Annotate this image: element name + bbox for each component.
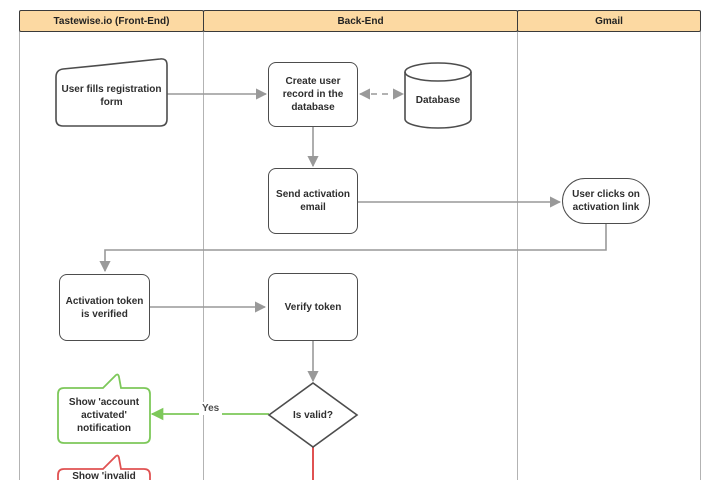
node-label: User clicks on activation link (572, 189, 640, 213)
lane-gmail-body (517, 31, 701, 480)
diamond-is-valid (267, 382, 359, 448)
node-label: Database (415, 94, 461, 106)
node-label: Verify token (284, 301, 342, 313)
node-label: Is valid? (292, 409, 333, 421)
node-label: Show 'invalid (72, 471, 136, 480)
node-label: Create user record in the database (282, 76, 344, 113)
card-shape-registration (55, 58, 168, 127)
lane-header-gmail: Gmail (517, 10, 701, 32)
lane-header-backend: Back-End (203, 10, 518, 32)
node-token-verified: Activation token is verified (59, 274, 150, 341)
lane-title: Gmail (595, 15, 623, 27)
lane-title: Tastewise.io (Front-End) (53, 15, 170, 27)
node-create-user-record: Create user record in the database (268, 62, 358, 127)
callout-account-activated (57, 373, 151, 444)
database-cylinder-rim (404, 71, 472, 82)
edge-label-yes: Yes (199, 402, 223, 415)
node-label: Send activation email (276, 189, 350, 213)
callout-invalid (57, 454, 151, 480)
node-verify-token: Verify token (268, 273, 358, 341)
node-label: User fills registration form (61, 84, 162, 108)
connector-click-to-token (99, 224, 607, 273)
node-label: Activation token is verified (65, 295, 144, 320)
node-is-valid: Is valid? (273, 404, 353, 426)
node-label: Show 'account activated' notification (68, 397, 140, 434)
node-send-activation-email: Send activation email (268, 168, 358, 234)
lane-title: Back-End (337, 15, 384, 27)
node-user-clicks-link: User clicks on activation link (562, 178, 650, 224)
note-invalid-partial: Show 'invalid (60, 470, 148, 480)
node-registration-form: User fills registration form (58, 70, 165, 122)
note-account-activated: Show 'account activated' notification (60, 390, 148, 441)
node-database: Database (405, 78, 471, 122)
